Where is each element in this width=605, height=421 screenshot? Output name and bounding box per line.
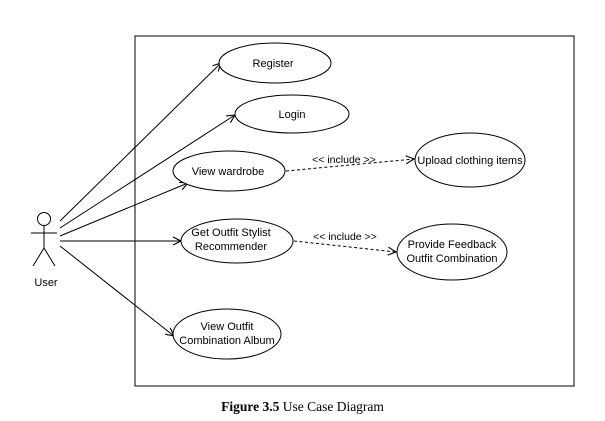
use-case-upload-clothing: Upload clothing items	[414, 132, 526, 188]
include-relationships	[285, 159, 414, 252]
use-case-provide-feedback: Provide Feedback Outfit Combination	[396, 223, 508, 281]
use-case-upload-label: Upload clothing items	[417, 155, 523, 167]
use-case-view-wardrobe-label: View wardrobe	[192, 166, 265, 178]
use-case-feedback-label-1: Provide Feedback	[408, 239, 497, 251]
use-case-view-album: View Outfit Combination Album	[172, 308, 282, 360]
user-actor	[31, 212, 57, 267]
use-case-login-label: Login	[279, 109, 306, 121]
association-view-album	[59, 245, 174, 336]
associations	[59, 63, 235, 336]
figure-number: Figure 3.5	[221, 399, 280, 414]
use-case-register-label: Register	[253, 58, 294, 70]
figure-caption: Figure 3.5 Use Case Diagram	[0, 399, 605, 415]
use-case-view-album-label-1: View Outfit	[201, 321, 254, 333]
actor-label: User	[34, 277, 58, 289]
use-case-get-outfit-label-2: Recommender	[195, 241, 267, 253]
actor-right-leg	[43, 247, 56, 267]
include-feedback-label: << include >>	[313, 231, 377, 243]
use-case-view-wardrobe: View wardrobe	[172, 150, 286, 192]
include-feedback-line	[293, 240, 396, 252]
use-case-ellipse	[414, 132, 526, 188]
include-upload-label: << include >>	[312, 154, 376, 166]
use-case-feedback-label-2: Outfit Combination	[406, 253, 497, 265]
use-case-ellipse	[172, 150, 286, 192]
actor-left-leg	[32, 247, 45, 267]
system-boundary	[134, 35, 575, 387]
use-case-ellipse	[396, 223, 508, 281]
use-case-ellipse	[218, 42, 332, 84]
figure-title: Use Case Diagram	[282, 399, 384, 414]
use-case-get-outfit-label-1: Get Outfit Stylist	[191, 227, 270, 239]
use-case-login: Login	[234, 94, 350, 134]
association-view-wardrobe	[59, 183, 188, 237]
use-case-ellipse	[172, 308, 282, 360]
use-case-ellipse	[180, 218, 294, 264]
actor-head	[37, 212, 51, 226]
association-register	[59, 63, 221, 222]
use-case-ellipse	[234, 94, 350, 134]
include-upload-line	[285, 159, 414, 172]
use-case-get-outfit: Get Outfit Stylist Recommender	[180, 218, 294, 264]
use-case-view-album-label-2: Combination Album	[179, 335, 274, 347]
use-case-register: Register	[218, 42, 332, 84]
association-login	[59, 115, 235, 229]
